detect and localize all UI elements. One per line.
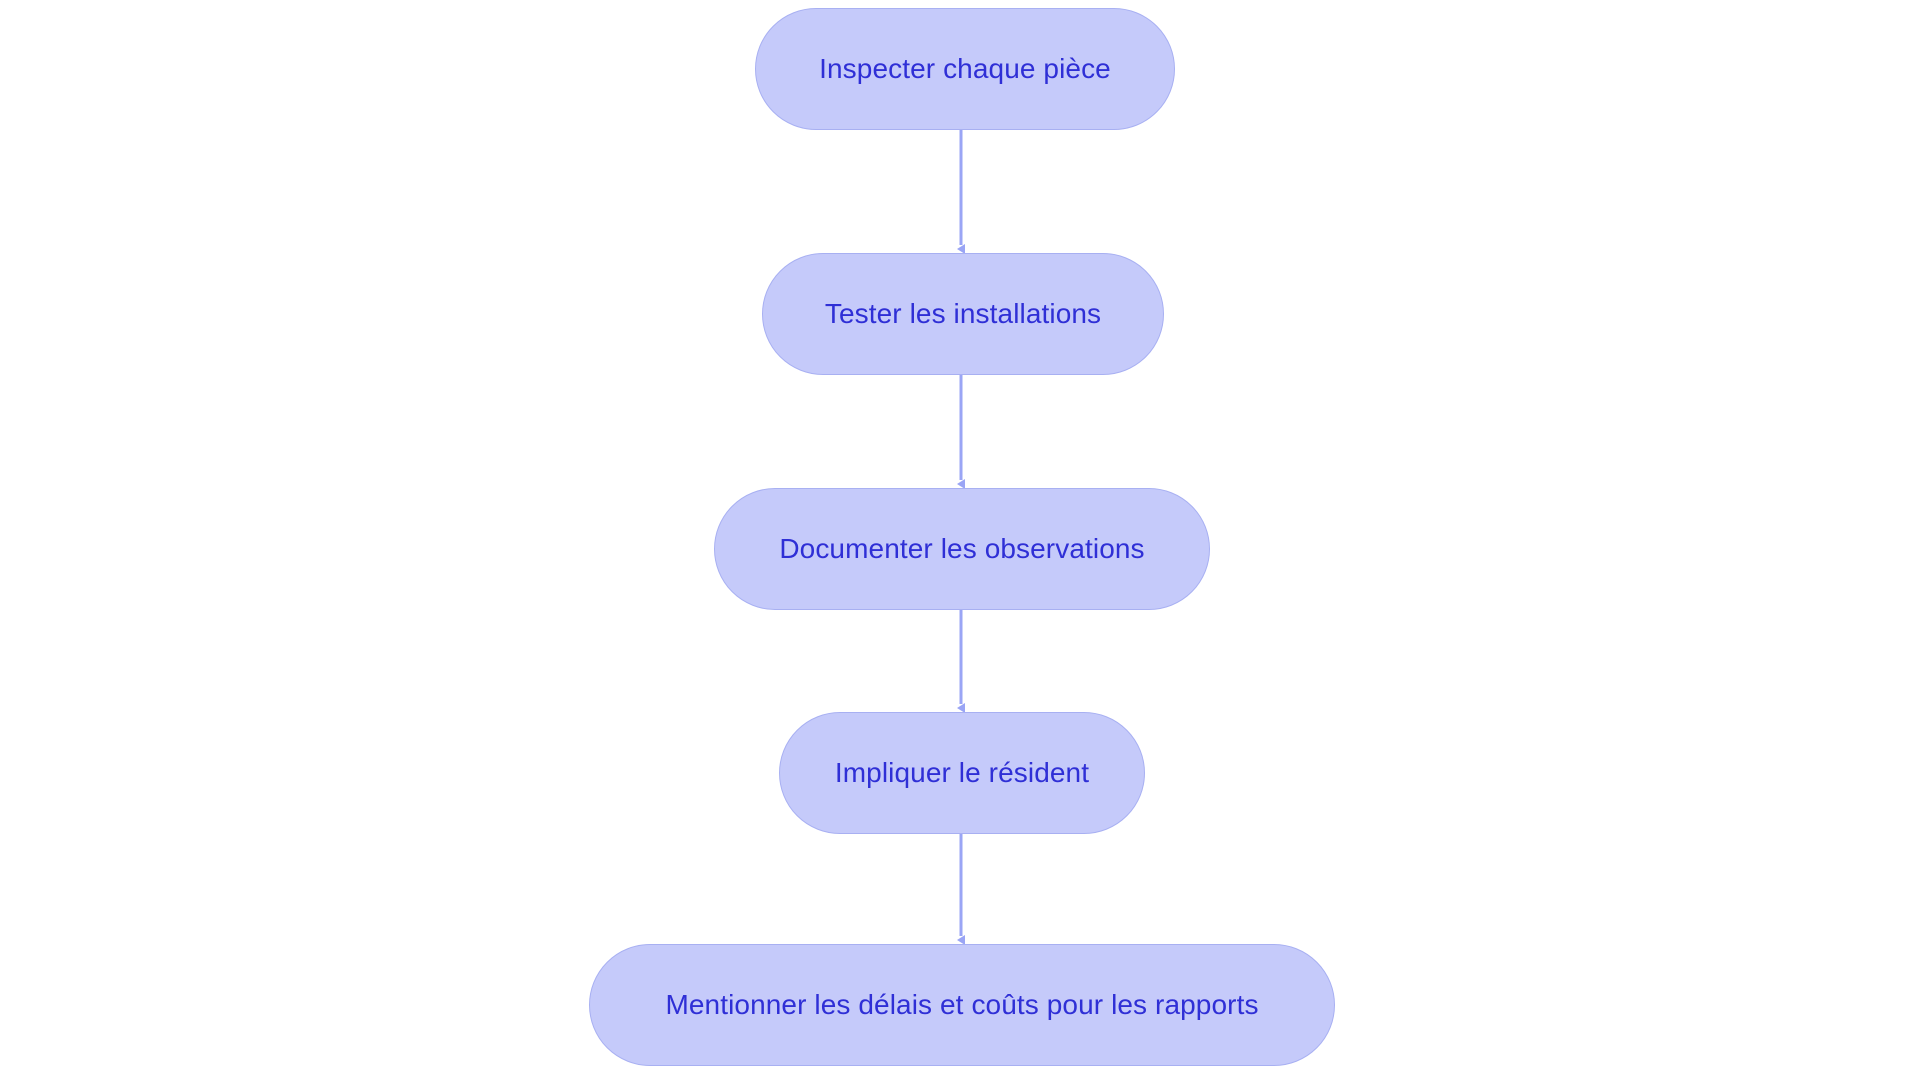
flow-node-label: Mentionner les délais et coûts pour les … (665, 989, 1259, 1020)
flow-node-documenter-les-observations[interactable]: Documenter les observations (714, 488, 1210, 610)
flow-node-label: Tester les installations (824, 298, 1102, 329)
flow-node-mentionner-les-delais-et-couts[interactable]: Mentionner les délais et coûts pour les … (589, 944, 1335, 1066)
flow-node-tester-les-installations[interactable]: Tester les installations (762, 253, 1164, 375)
flow-node-label: Impliquer le résident (834, 757, 1090, 788)
flow-node-label: Documenter les observations (779, 533, 1145, 564)
flow-node-inspecter-chaque-piece[interactable]: Inspecter chaque pièce (755, 8, 1175, 130)
flow-node-label: Inspecter chaque pièce (819, 53, 1111, 84)
flow-node-impliquer-le-resident[interactable]: Impliquer le résident (779, 712, 1145, 834)
